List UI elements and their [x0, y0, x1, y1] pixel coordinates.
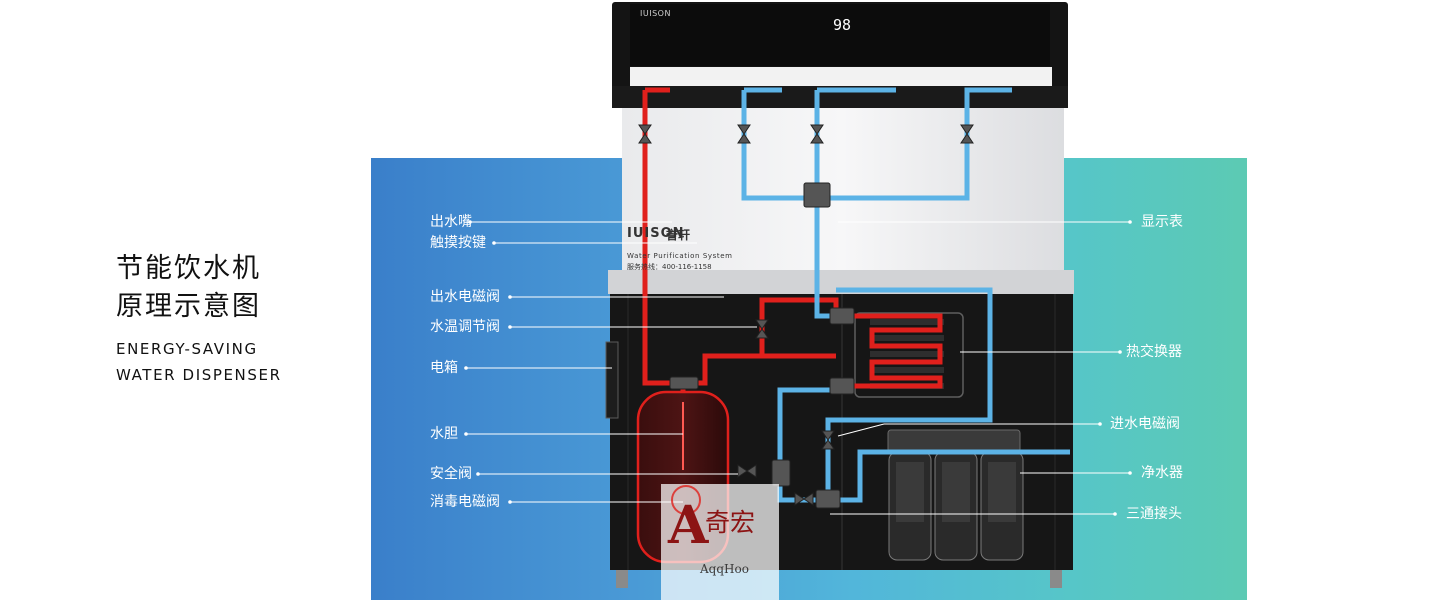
- brand-logo: IUISON: [640, 9, 671, 18]
- plate-hotline: 服务热线：400-116-1158: [627, 263, 712, 271]
- leader-lines: [466, 221, 1130, 515]
- electrical-box: [605, 341, 619, 419]
- label-electrical-box: 电箱: [430, 360, 458, 376]
- label-outlet-spout: 出水嘴: [430, 214, 472, 230]
- watermark-ring: [671, 485, 701, 515]
- watermark-en: AqqHoo: [700, 562, 749, 576]
- label-safety-valve: 安全阀: [430, 466, 472, 482]
- foot-left: [616, 570, 628, 588]
- title-line-1: 节能饮水机: [116, 253, 261, 284]
- label-purifier: 净水器: [1141, 465, 1183, 481]
- plate-subtitle: Water Purification System: [627, 252, 733, 260]
- subtitle-line-2: WATER DISPENSER: [116, 366, 282, 384]
- plate-brand: IUISON: [627, 226, 685, 241]
- label-touch-keys: 触摸按键: [430, 235, 486, 251]
- label-inlet-solenoid: 进水电磁阀: [1110, 416, 1180, 432]
- watermark-cn: 奇宏: [705, 508, 756, 537]
- cold-pipes: [741, 87, 1070, 503]
- label-temp-valve: 水温调节阀: [430, 319, 500, 335]
- leader-dots: [464, 220, 1132, 516]
- heat-exchanger: [854, 312, 964, 398]
- label-tank: 水胆: [430, 426, 458, 442]
- label-tee-joint: 三通接头: [1126, 506, 1182, 522]
- title-line-2: 原理示意图: [116, 291, 261, 322]
- control-head: [612, 2, 1068, 108]
- valves: [638, 124, 974, 509]
- foot-right: [1050, 570, 1062, 588]
- display-readout: 98: [833, 16, 852, 34]
- purifier: [887, 429, 1024, 561]
- label-outlet-solenoid: 出水电磁阀: [430, 289, 500, 305]
- label-disinfect-solenoid: 消毒电磁阀: [430, 494, 500, 510]
- watermark-box: [661, 484, 779, 600]
- steel-panel: [622, 108, 1064, 270]
- title-block: 节能饮水机 原理示意图 ENERGY-SAVING WATER DISPENSE…: [116, 250, 282, 388]
- label-display: 显示表: [1141, 214, 1183, 230]
- watermark-letter: A: [668, 495, 709, 556]
- subtitle-line-1: ENERGY-SAVING: [116, 340, 258, 358]
- plate-brand-cn: 誉轩: [666, 228, 691, 242]
- label-heat-exchanger: 热交换器: [1126, 344, 1182, 360]
